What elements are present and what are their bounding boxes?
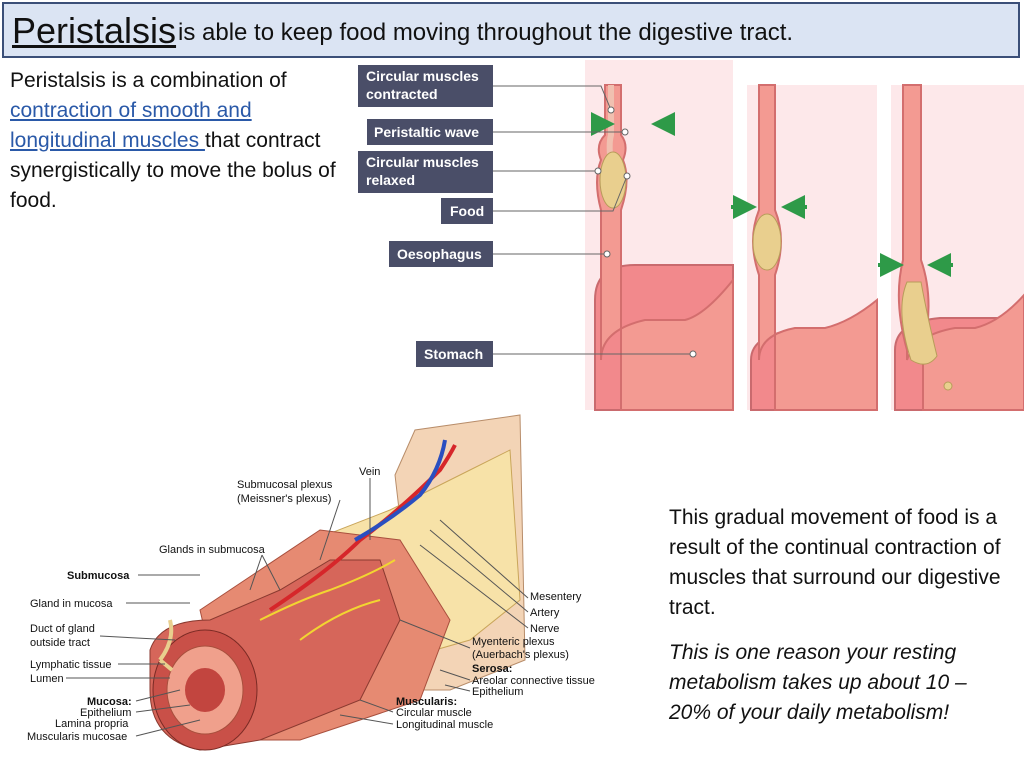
label-circular-relaxed: Circular muscles relaxed bbox=[358, 151, 602, 193]
esophagus-panel-3 bbox=[878, 84, 1024, 411]
label-circular-contracted-line1: Circular muscles bbox=[366, 68, 479, 84]
esophagus-panel-2 bbox=[731, 84, 878, 411]
label-submucosal-plexus-2: (Meissner's plexus) bbox=[237, 493, 331, 505]
label-food-text: Food bbox=[450, 203, 484, 219]
label-oesophagus: Oesophagus bbox=[389, 241, 611, 267]
muscles-link[interactable]: contraction of smooth and longitudinal m… bbox=[10, 99, 252, 152]
label-muscularis: Muscularis: bbox=[396, 696, 457, 708]
label-nerve: Nerve bbox=[530, 623, 559, 635]
label-serosa-epithelium: Epithelium bbox=[472, 686, 523, 698]
title-text: is able to keep food moving throughout t… bbox=[178, 19, 794, 46]
label-lymphatic: Lymphatic tissue bbox=[30, 659, 112, 671]
side-text: This gradual movement of food is a resul… bbox=[669, 503, 1009, 743]
label-serosa: Serosa: bbox=[472, 663, 512, 675]
label-stomach: Stomach bbox=[416, 341, 697, 367]
label-longitudinal-muscle: Longitudinal muscle bbox=[396, 719, 493, 731]
label-epithelium: Epithelium bbox=[80, 707, 131, 719]
label-muscularis-mucosae: Muscularis mucosae bbox=[27, 731, 127, 743]
label-mucosa: Mucosa: bbox=[87, 696, 132, 708]
label-submucosa: Submucosa bbox=[67, 570, 130, 582]
label-oesophagus-text: Oesophagus bbox=[397, 246, 482, 262]
intro-text-after: that contract synergistically to move th… bbox=[10, 129, 336, 212]
label-peristaltic-wave: Peristaltic wave bbox=[367, 119, 629, 145]
intro-text-before: Peristalsis is a combination of bbox=[10, 69, 287, 92]
label-circular-contracted-line2: contracted bbox=[366, 86, 438, 102]
label-circular-muscle: Circular muscle bbox=[396, 707, 472, 719]
label-peristaltic-wave-text: Peristaltic wave bbox=[374, 124, 479, 140]
title-keyword: Peristalsis bbox=[12, 10, 177, 51]
label-myenteric-1: Myenteric plexus bbox=[472, 636, 555, 648]
label-duct-1: Duct of gland bbox=[30, 623, 95, 635]
label-mesentery: Mesentery bbox=[530, 591, 582, 603]
label-areolar: Areolar connective tissue bbox=[472, 675, 595, 687]
label-artery: Artery bbox=[530, 607, 560, 619]
side-paragraph-2: This is one reason your resting metaboli… bbox=[669, 641, 967, 724]
side-paragraph-1: This gradual movement of food is a resul… bbox=[669, 506, 1001, 619]
label-food: Food bbox=[441, 172, 631, 224]
label-lumen: Lumen bbox=[30, 673, 64, 685]
label-circular-relaxed-line1: Circular muscles bbox=[366, 154, 479, 170]
leader-lines bbox=[66, 478, 529, 737]
label-gland-mucosa: Gland in mucosa bbox=[30, 598, 113, 610]
esophagus-panel-1 bbox=[585, 60, 734, 411]
label-myenteric-2: (Auerbach's plexus) bbox=[472, 649, 569, 661]
digestive-wall-diagram: Vein Submucosal plexus (Meissner's plexu… bbox=[27, 414, 595, 751]
title-bar: Peristalsis is able to keep food moving … bbox=[2, 2, 1020, 58]
tract-illustration bbox=[149, 414, 526, 751]
label-vein: Vein bbox=[359, 466, 380, 478]
label-stomach-text: Stomach bbox=[424, 346, 483, 362]
label-duct-2: outside tract bbox=[30, 637, 90, 649]
peristalsis-diagram: Circular muscles contracted Peristaltic … bbox=[358, 60, 1024, 411]
intro-paragraph: Peristalsis is a combination of contract… bbox=[10, 66, 355, 216]
label-submucosal-plexus-1: Submucosal plexus bbox=[237, 479, 333, 491]
label-circular-contracted: Circular muscles contracted bbox=[358, 65, 615, 114]
label-lamina: Lamina propria bbox=[55, 718, 129, 730]
label-circular-relaxed-line2: relaxed bbox=[366, 172, 415, 188]
label-glands-submucosa: Glands in submucosa bbox=[159, 544, 266, 556]
